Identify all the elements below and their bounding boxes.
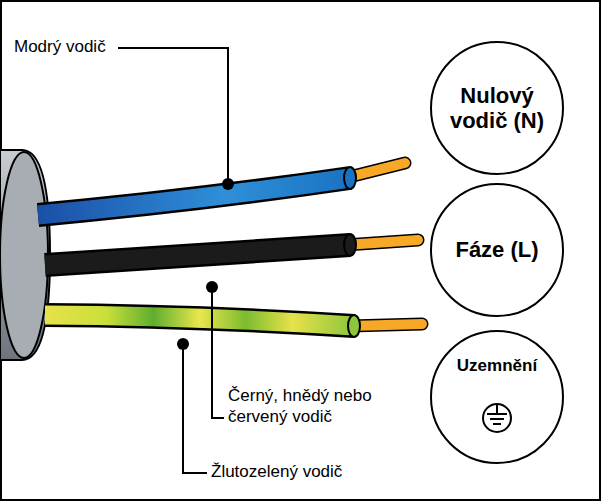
cable-jacket — [0, 150, 50, 360]
wires — [38, 167, 360, 337]
circle-label: Uzemnění — [457, 356, 537, 376]
circle-label: Nulový vodič (N) — [449, 83, 545, 134]
ground-symbol — [483, 404, 511, 432]
leader-dots — [177, 178, 234, 350]
circle-node: Nulový vodič (N) — [430, 41, 564, 175]
circle-label: Fáze (L) — [455, 237, 538, 262]
callout-label: Žlutozelený vodič — [209, 461, 344, 482]
leader-lines — [118, 48, 228, 473]
cable-end — [0, 152, 48, 358]
copper-tips — [345, 163, 422, 326]
callout-label: Černý, hnědý nebo červený vodič — [226, 385, 408, 428]
circle-node: Fáze (L) — [430, 183, 564, 317]
circle-node: Uzemnění — [430, 330, 564, 464]
callout-label: Modrý vodič — [12, 36, 108, 57]
